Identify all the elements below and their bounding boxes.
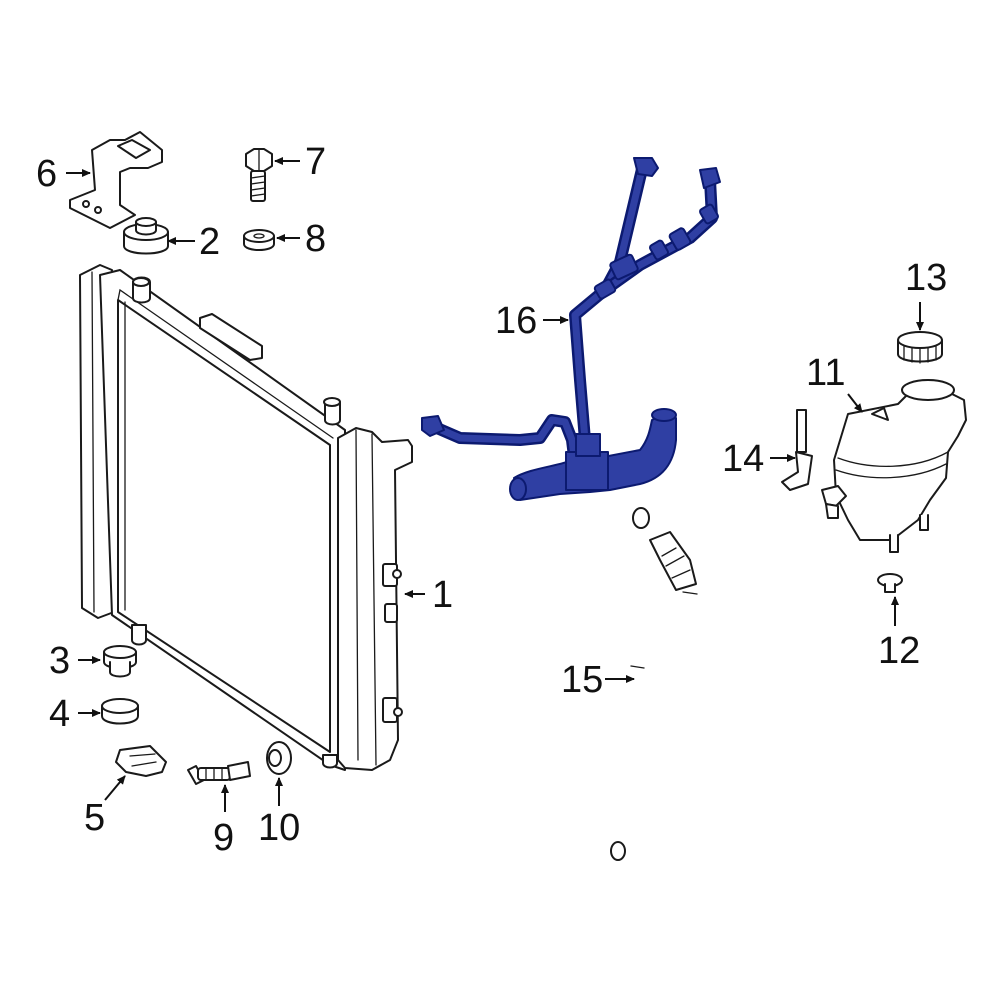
callout-12: 12 — [878, 630, 920, 672]
callout-4: 4 — [49, 693, 70, 735]
lower-hose — [610, 507, 698, 861]
lower-insulator — [103, 645, 137, 678]
radiator — [79, 264, 413, 771]
callout-5: 5 — [84, 797, 105, 839]
upper-bracket — [69, 131, 163, 229]
expansion-tank-cap — [897, 331, 943, 364]
callout-3: 3 — [49, 640, 70, 682]
clip — [115, 745, 167, 777]
callout-14: 14 — [722, 438, 764, 480]
callout-15: 15 — [561, 659, 603, 701]
coolant-hose-assembly — [421, 157, 721, 501]
lower-cushion — [101, 698, 139, 725]
callout-7: 7 — [305, 141, 326, 183]
washer — [243, 229, 275, 251]
drain-plug — [187, 761, 251, 785]
callout-2: 2 — [199, 221, 220, 263]
grommet — [266, 741, 292, 775]
tank-mount — [877, 573, 903, 593]
callout-10: 10 — [258, 807, 300, 849]
callout-16: 16 — [495, 300, 537, 342]
callout-9: 9 — [213, 817, 234, 859]
callout-arrows — [66, 157, 924, 812]
expansion-tank — [821, 379, 967, 553]
upper-insulator — [123, 217, 169, 255]
callout-13: 13 — [905, 257, 947, 299]
bolt — [245, 148, 273, 202]
callout-1: 1 — [432, 574, 453, 616]
callout-6: 6 — [36, 153, 57, 195]
callout-8: 8 — [305, 218, 326, 260]
tank-bracket — [781, 409, 813, 491]
callout-11: 11 — [806, 352, 845, 394]
